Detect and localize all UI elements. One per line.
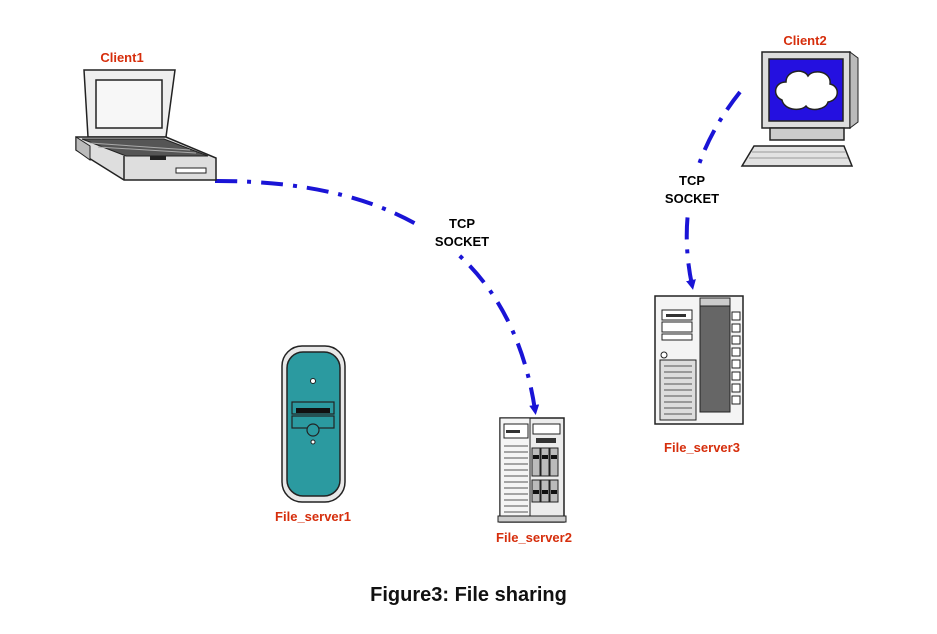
rack-server-icon bbox=[497, 417, 567, 523]
cabinet-server-icon bbox=[654, 295, 744, 425]
file-server2-label: File_server2 bbox=[496, 530, 572, 545]
tower-server-icon bbox=[281, 345, 346, 503]
figure-caption: Figure3: File sharing bbox=[370, 584, 567, 606]
file-server1-label: File_server1 bbox=[275, 509, 351, 524]
file-server3-label: File_server3 bbox=[664, 440, 740, 455]
client1-label: Client1 bbox=[100, 50, 143, 65]
link2-label-tcp: TCP bbox=[679, 173, 705, 188]
link1-label-socket: SOCKET bbox=[435, 234, 489, 249]
laptop-icon bbox=[75, 69, 217, 181]
link2-label-socket: SOCKET bbox=[665, 191, 719, 206]
link1-label-tcp: TCP bbox=[449, 216, 475, 231]
client2-label: Client2 bbox=[783, 33, 826, 48]
desktop-computer-icon bbox=[740, 51, 859, 167]
